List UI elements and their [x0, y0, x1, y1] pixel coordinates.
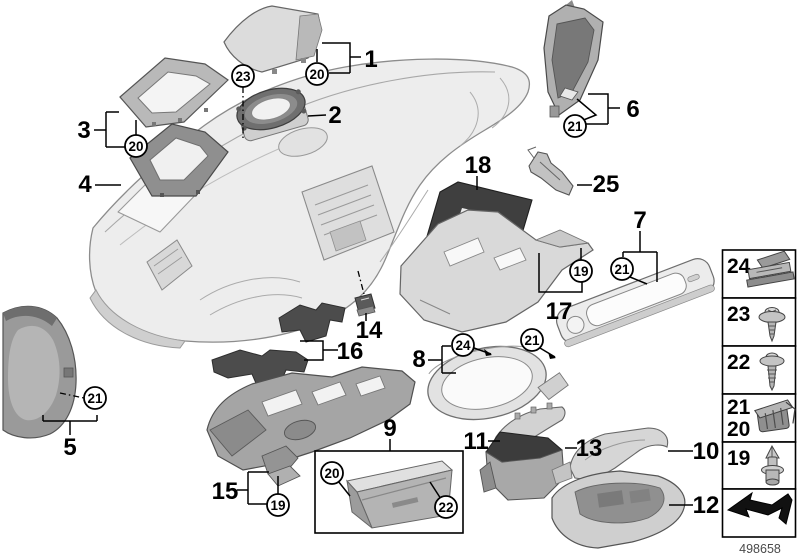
- svg-text:21: 21: [87, 391, 103, 406]
- callout-7[interactable]: 7: [633, 207, 646, 234]
- part-3-hud-trim-frame: [119, 57, 229, 128]
- legend-row-22[interactable]: 22: [721, 345, 797, 395]
- part-5-side-end-panel: [2, 305, 77, 439]
- callout-6[interactable]: 6: [626, 96, 639, 123]
- part-13-trim-panel: [479, 431, 565, 501]
- callout-17[interactable]: 17: [546, 298, 573, 325]
- svg-text:22: 22: [438, 500, 453, 515]
- svg-text:21: 21: [567, 119, 583, 134]
- part-14-clip: [354, 293, 376, 317]
- svg-text:20: 20: [128, 139, 143, 154]
- callout-2[interactable]: 2: [328, 102, 341, 129]
- callout-15[interactable]: 15: [212, 478, 239, 505]
- part-16-insulation-pads: [211, 302, 346, 389]
- expanding-rivet-icon: [761, 444, 784, 486]
- callout-18[interactable]: 18: [465, 152, 492, 179]
- svg-text:20: 20: [727, 418, 750, 441]
- callout-circled-20-b[interactable]: 20: [124, 134, 148, 158]
- callout-circled-22[interactable]: 22: [434, 495, 458, 519]
- center-vent-cluster: [301, 165, 395, 261]
- retaining-clip-icon: [753, 399, 796, 433]
- tapping-screw-icon: [759, 352, 785, 392]
- callout-circled-21-b[interactable]: 21: [610, 257, 634, 281]
- callout-11[interactable]: 11: [463, 428, 488, 455]
- callout-4[interactable]: 4: [78, 171, 92, 198]
- svg-text:19: 19: [573, 264, 588, 279]
- callout-circled-23[interactable]: 23: [231, 64, 255, 88]
- callout-9[interactable]: 9: [383, 415, 396, 442]
- part-9-storage-bin: [346, 460, 454, 529]
- part-15-lower-carrier: [206, 366, 416, 487]
- callout-5[interactable]: 5: [63, 434, 76, 461]
- fastener-legend: 24 23 22: [721, 249, 798, 538]
- callout-circled-20-c[interactable]: 20: [320, 461, 344, 485]
- svg-text:19: 19: [270, 498, 285, 513]
- callout-14[interactable]: 14: [356, 317, 383, 344]
- part-12-column-cover-lower: [551, 470, 686, 549]
- part-6-side-panel: [543, 0, 604, 118]
- part-25-bracket: [527, 146, 574, 196]
- callout-circled-20-a[interactable]: 20: [305, 62, 329, 86]
- callout-circled-21-d[interactable]: 21: [520, 328, 544, 352]
- callout-circled-21-a[interactable]: 21: [563, 114, 587, 138]
- spring-clip-icon: [746, 250, 795, 288]
- callout-16[interactable]: 16: [337, 338, 364, 365]
- svg-text:21: 21: [614, 262, 630, 277]
- part-4-trim-frame: [129, 123, 229, 197]
- svg-text:23: 23: [727, 303, 750, 326]
- svg-text:21: 21: [524, 333, 540, 348]
- svg-text:20: 20: [324, 466, 339, 481]
- part-2-speaker-ring: [236, 87, 309, 142]
- callout-13[interactable]: 13: [576, 435, 603, 462]
- callout-circled-19-b[interactable]: 19: [266, 493, 290, 517]
- leader-lines: [42, 42, 693, 506]
- part-instrument-panel-body: [88, 58, 531, 349]
- direction-arrow-icon: [726, 491, 793, 525]
- callout-circled-21-c[interactable]: 21: [83, 386, 107, 410]
- svg-text:23: 23: [235, 69, 251, 84]
- part-1-top-cover-panel: [223, 5, 323, 74]
- callout-1[interactable]: 1: [364, 46, 377, 73]
- legend-row-19[interactable]: 19: [721, 441, 797, 490]
- diagram-number: 498658: [739, 542, 781, 556]
- svg-text:22: 22: [727, 351, 750, 374]
- legend-row-24[interactable]: 24: [721, 249, 797, 299]
- svg-text:24: 24: [455, 338, 471, 353]
- callout-12[interactable]: 12: [693, 492, 720, 519]
- svg-text:19: 19: [727, 447, 750, 470]
- screw-washer-icon: [758, 307, 786, 343]
- legend-row-21-20[interactable]: 21 20: [721, 393, 798, 443]
- callout-25[interactable]: 25: [593, 171, 620, 198]
- callout-circled-24[interactable]: 24: [451, 333, 475, 357]
- svg-text:21: 21: [727, 396, 751, 419]
- callout-3[interactable]: 3: [77, 117, 90, 144]
- part-10-column-cover-upper: [551, 427, 669, 485]
- legend-row-direction[interactable]: [721, 488, 797, 538]
- svg-text:20: 20: [309, 67, 324, 82]
- part-7-decor-trim: [556, 258, 715, 348]
- part-8-cluster-bezel: [427, 345, 569, 421]
- callout-10[interactable]: 10: [693, 438, 720, 465]
- callout-8[interactable]: 8: [412, 346, 425, 373]
- legend-row-23[interactable]: 23: [721, 297, 797, 347]
- part-17-support-tray: [399, 209, 594, 333]
- callout-circled-19-a[interactable]: 19: [569, 259, 593, 283]
- svg-text:24: 24: [727, 255, 751, 278]
